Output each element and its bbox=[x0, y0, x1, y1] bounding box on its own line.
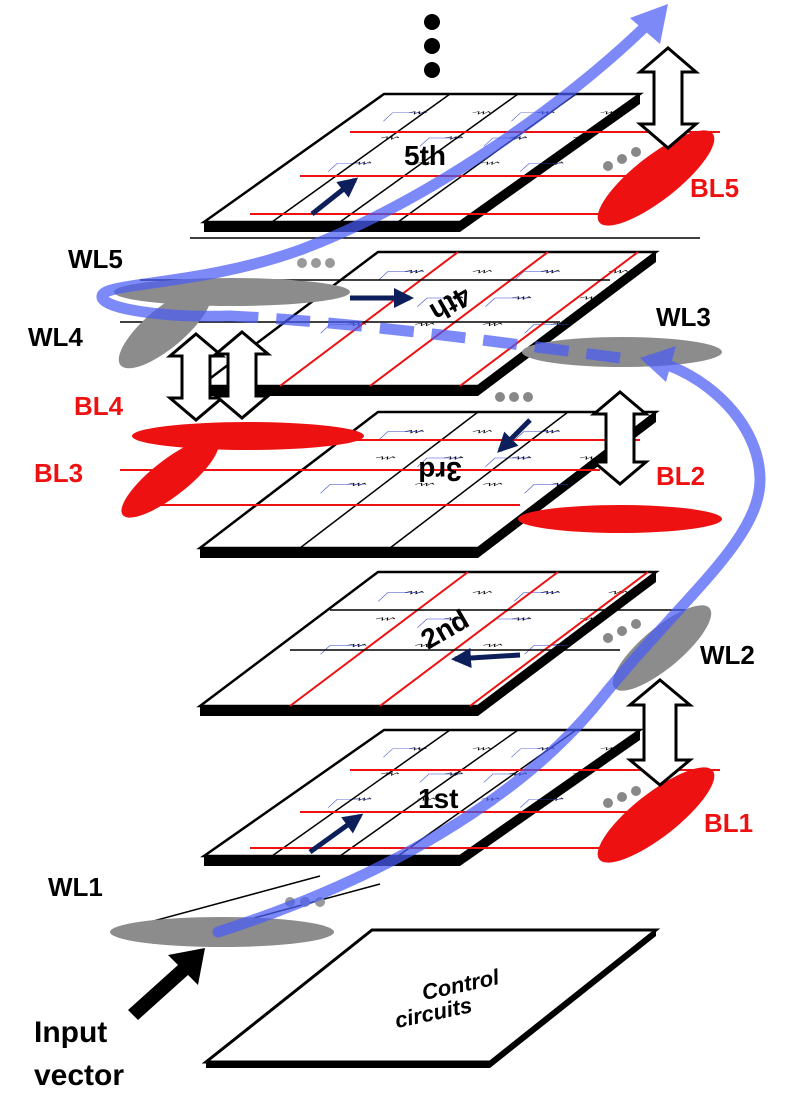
bl5-label: BL5 bbox=[690, 173, 739, 203]
signal-path bbox=[96, 4, 766, 938]
double-arrow-icon bbox=[625, 678, 695, 787]
bit-line-bl3 bbox=[121, 438, 219, 518]
double-arrow-icon bbox=[589, 390, 651, 486]
layer-2-plate bbox=[196, 570, 700, 716]
bl3-label: BL3 bbox=[34, 458, 83, 488]
word-line-wl2 bbox=[612, 605, 712, 691]
wl3-label: WL3 bbox=[656, 302, 711, 332]
double-arrow-icon bbox=[635, 46, 701, 150]
wl5-label: WL5 bbox=[68, 244, 123, 274]
layer-1-label: 1st bbox=[418, 783, 458, 814]
bit-line-bl2 bbox=[518, 505, 722, 533]
continuation-dots-icon bbox=[424, 14, 440, 78]
wl2-label: WL2 bbox=[700, 640, 755, 670]
bit-line-bl5 bbox=[597, 130, 715, 226]
wl4-label: WL4 bbox=[28, 322, 83, 352]
input-arrow-icon bbox=[128, 948, 205, 1020]
input-label-line1: Input bbox=[34, 1016, 107, 1049]
bit-line-bl1 bbox=[597, 767, 715, 863]
layer-4-plate bbox=[120, 250, 660, 402]
input-label-line2: vector bbox=[34, 1059, 124, 1092]
layer-5-label: 5th bbox=[404, 140, 446, 171]
bit-line-bl4 bbox=[132, 422, 364, 450]
bl4-label: BL4 bbox=[74, 391, 124, 421]
double-arrow-icon bbox=[165, 330, 273, 422]
wl1-label: WL1 bbox=[48, 872, 103, 902]
control-circuits-plate: Control circuits bbox=[201, 928, 661, 1068]
word-line-wl4 bbox=[118, 287, 212, 369]
layer-3-label: 3rd bbox=[418, 456, 462, 487]
bl1-label: BL1 bbox=[704, 808, 753, 838]
bl2-label: BL2 bbox=[656, 461, 705, 491]
